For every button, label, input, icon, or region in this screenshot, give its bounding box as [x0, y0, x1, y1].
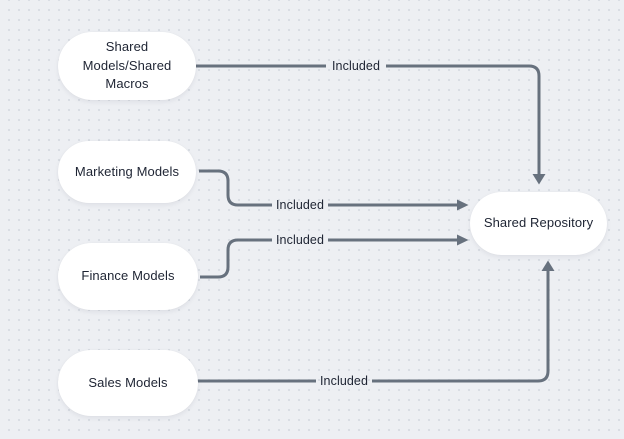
edge-marketing-models-line-left	[199, 169, 272, 207]
edge-sales-models-arrowhead-up	[541, 260, 555, 271]
node-shared-repository: Shared Repository	[470, 192, 607, 255]
node-shared-repository-label: Shared Repository	[483, 215, 594, 231]
edge-finance-models-line-left	[200, 238, 272, 279]
edge-sales-models-line-right	[372, 271, 550, 383]
edge-label-included-sales-models: Included	[319, 374, 369, 388]
node-finance-models: Finance Models	[58, 243, 198, 310]
edge-label-included-finance-models: Included	[275, 233, 325, 247]
edge-label-included-shared-models: Included	[331, 59, 381, 73]
node-marketing-models: Marketing Models	[58, 141, 196, 203]
edge-marketing-models-arrowhead-right	[457, 199, 469, 211]
node-sales-models-label: Sales Models	[88, 374, 168, 390]
node-shared-models: Shared Models/Shared Macros	[58, 32, 196, 100]
node-shared-models-label: Shared Models/Shared Macros	[82, 39, 172, 92]
node-sales-models: Sales Models	[58, 350, 198, 416]
node-finance-models-label: Finance Models	[81, 268, 175, 284]
edge-shared-models-arrowhead-down	[532, 174, 546, 185]
edge-shared-models-line-right	[386, 64, 541, 174]
edge-finance-models-arrowhead-right	[457, 234, 469, 246]
edge-label-included-marketing-models: Included	[275, 198, 325, 212]
node-marketing-models-label: Marketing Models	[74, 163, 180, 179]
